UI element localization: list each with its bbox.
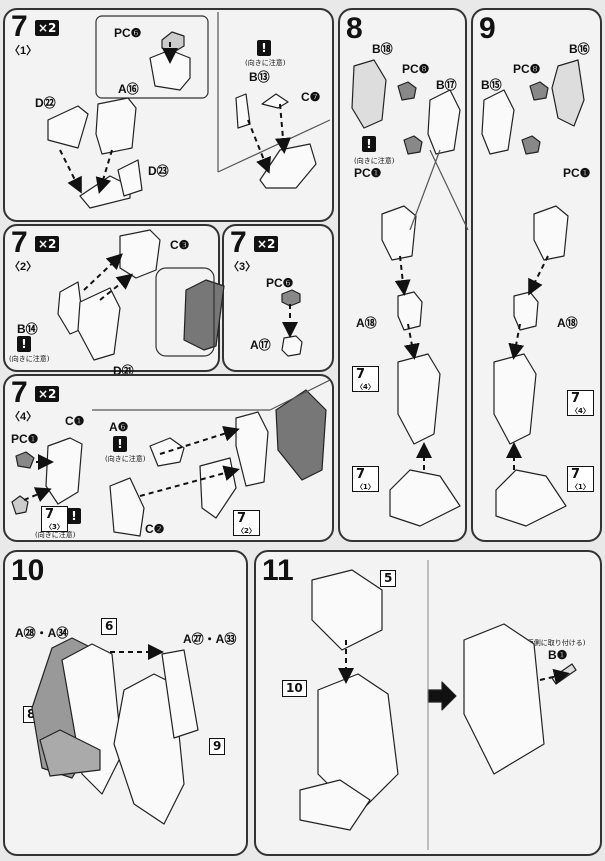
part-label-c: C❼ — [301, 90, 321, 104]
warning-icon: ! — [257, 40, 271, 56]
substep-label: 〈2〉 — [9, 261, 38, 273]
step-ref-7-1: 7〈1〉 — [352, 466, 379, 492]
part-label-pc: PC❻ — [266, 276, 294, 290]
step-number: 7 — [11, 376, 28, 409]
part-label-a: A❻ — [109, 420, 129, 434]
warning-icon: ! — [67, 508, 81, 524]
part-label-a: A⑱ — [356, 316, 377, 330]
part-label-pc-top: PC❽ — [402, 62, 430, 76]
multiplier-badge: ×2 — [35, 20, 60, 36]
part-label-b: B⑭ — [17, 322, 38, 336]
multiplier-badge: ×2 — [254, 236, 279, 252]
part-label-pc-bottom: PC❶ — [563, 166, 591, 180]
substep-label: 〈4〉 — [9, 411, 38, 423]
step-ref-7-4: 7〈4〉 — [567, 390, 594, 416]
step-number: 7 — [11, 10, 28, 43]
part-label-a: A⑰ — [250, 338, 271, 352]
warning-icon: ! — [362, 136, 376, 152]
part-label-pc: PC❶ — [11, 432, 39, 446]
part-label-b-top: B⑱ — [372, 42, 393, 56]
part-label-c2: C❷ — [145, 522, 165, 536]
step-ref-7-1: 7〈1〉 — [567, 466, 594, 492]
step-number: 10 — [11, 554, 45, 587]
part-label-d-left: D㉒ — [35, 96, 56, 110]
step-ref-7-4: 7〈4〉 — [352, 366, 379, 392]
part-label-a-left: A㉘・A㉞ — [15, 626, 69, 640]
part-label-b: B❶ — [548, 648, 568, 662]
part-label-a: A⑱ — [557, 316, 578, 330]
step-ref-7-3: 7〈3〉 — [41, 506, 68, 532]
orientation-note: (向きに注意) — [35, 531, 76, 539]
part-label-c1: C❶ — [65, 414, 85, 428]
multiplier-badge: ×2 — [35, 386, 60, 402]
step-ref-7-2: 7〈2〉 — [233, 510, 260, 536]
step-number: 11 — [262, 554, 294, 587]
warning-icon: ! — [17, 336, 31, 352]
part-label-pc: PC❻ — [114, 26, 142, 40]
part-label-b: B⑬ — [249, 70, 270, 84]
orientation-note: (向きに注意) — [354, 157, 395, 165]
part-label-a-right: A㉗・A㉝ — [183, 632, 237, 646]
part-label-d-right: D㉓ — [148, 164, 169, 178]
step-ref-9: 9 — [209, 738, 226, 755]
step-number: 7 — [11, 226, 28, 259]
step-ref-6: 6 — [101, 618, 118, 635]
part-label-c: C❸ — [170, 238, 190, 252]
step-number: 7 — [230, 226, 247, 259]
multiplier-badge: ×2 — [35, 236, 60, 252]
part-label-a: A⑯ — [118, 82, 139, 96]
orientation-note: (向きに注意) — [245, 59, 286, 67]
orientation-note: (向きに注意) — [105, 455, 146, 463]
step-number: 9 — [479, 12, 496, 45]
substep-label: 〈1〉 — [9, 45, 38, 57]
step-number: 8 — [346, 12, 363, 45]
step-ref-5: 5 — [380, 570, 397, 587]
part-label-b-left: B⑮ — [481, 78, 502, 92]
warning-icon: ! — [113, 436, 127, 452]
part-label-pc-bottom: PC❶ — [354, 166, 382, 180]
attach-both-sides-note: (両側に取り付ける) — [524, 639, 586, 647]
part-label-pc-top: PC❽ — [513, 62, 541, 76]
substep-label: 〈3〉 — [228, 261, 257, 273]
orientation-note: (向きに注意) — [9, 355, 50, 363]
step-ref-10: 10 — [282, 680, 307, 697]
part-label-b-right: B⑰ — [436, 78, 457, 92]
part-label-b-top: B⑯ — [569, 42, 590, 56]
